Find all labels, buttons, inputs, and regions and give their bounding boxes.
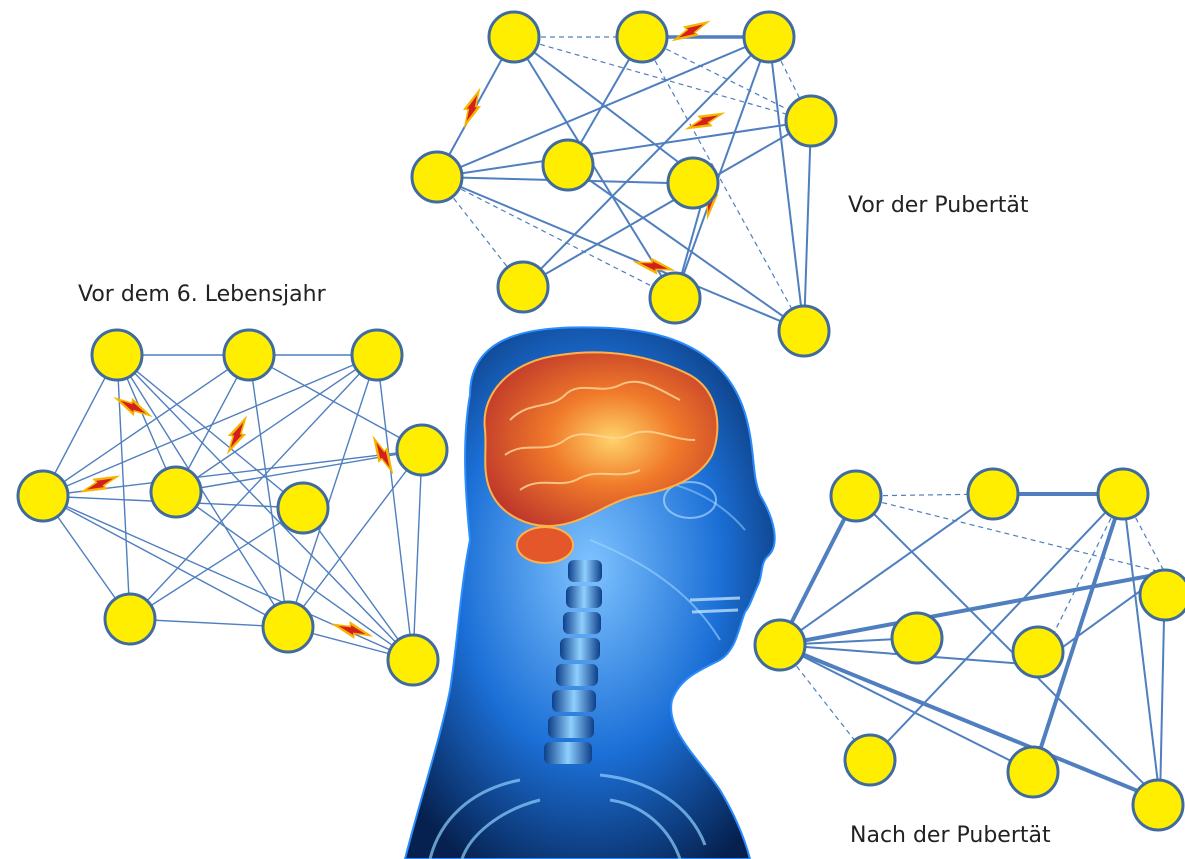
network-node	[786, 96, 836, 146]
network-node	[755, 620, 805, 670]
network-node	[668, 158, 718, 208]
network-node	[397, 425, 447, 475]
network-edge	[780, 645, 1033, 772]
network-node	[1013, 627, 1063, 677]
spark-icon	[111, 389, 155, 426]
network-edge	[117, 355, 303, 508]
network-node	[831, 471, 881, 521]
network-after-puberty	[755, 469, 1185, 830]
label-before-age-6: Vor dem 6. Lebensjahr	[78, 282, 326, 307]
network-edge	[780, 494, 993, 645]
network-node	[1008, 747, 1058, 797]
network-edge	[1123, 494, 1160, 800]
network-edge	[780, 645, 1160, 800]
network-before-puberty	[412, 12, 836, 356]
network-edge	[303, 508, 413, 660]
network-node	[224, 330, 274, 380]
network-node	[412, 152, 462, 202]
network-edge	[377, 355, 413, 660]
network-edge	[413, 450, 422, 660]
edges	[43, 355, 422, 660]
network-node	[352, 330, 402, 380]
network-node	[845, 735, 895, 785]
spark-icon	[329, 614, 375, 645]
network-node	[263, 602, 313, 652]
network-edge	[514, 37, 675, 298]
network-node	[968, 469, 1018, 519]
sparks	[455, 17, 728, 280]
network-node	[779, 306, 829, 356]
network-node	[388, 635, 438, 685]
network-node	[650, 273, 700, 323]
network-edge	[804, 121, 811, 331]
network-node	[1133, 780, 1183, 830]
nodes	[755, 469, 1185, 830]
network-edge	[176, 355, 377, 492]
label-after-puberty: Nach der Pubertät	[850, 823, 1051, 848]
nodes	[18, 330, 447, 685]
network-node	[151, 467, 201, 517]
network-node	[498, 262, 548, 312]
network-node	[105, 594, 155, 644]
network-node	[489, 12, 539, 62]
network-node	[744, 12, 794, 62]
network-node	[18, 471, 68, 521]
network-edge	[780, 573, 1165, 645]
network-edge	[437, 177, 675, 298]
network-node	[617, 12, 667, 62]
network-node	[892, 613, 942, 663]
network-edge	[117, 355, 288, 627]
edges-thick	[780, 494, 1165, 800]
label-before-puberty: Vor der Pubertät	[848, 193, 1028, 218]
network-edge	[43, 496, 413, 660]
network-node	[278, 483, 328, 533]
network-edge	[437, 177, 804, 331]
head-illustration	[405, 327, 775, 859]
spark-icon	[77, 472, 123, 497]
network-node	[543, 140, 593, 190]
network-node	[1140, 570, 1185, 620]
network-node	[1098, 469, 1148, 519]
spark-icon	[682, 109, 728, 134]
network-edge	[43, 355, 377, 496]
network-edge	[437, 121, 811, 177]
network-edge	[437, 37, 769, 177]
spark-icon	[668, 17, 714, 45]
edges-solid	[437, 37, 811, 331]
network-node	[92, 330, 142, 380]
network-before-age-6	[18, 330, 447, 685]
cerebellum	[517, 527, 573, 563]
network-edge	[769, 37, 804, 331]
